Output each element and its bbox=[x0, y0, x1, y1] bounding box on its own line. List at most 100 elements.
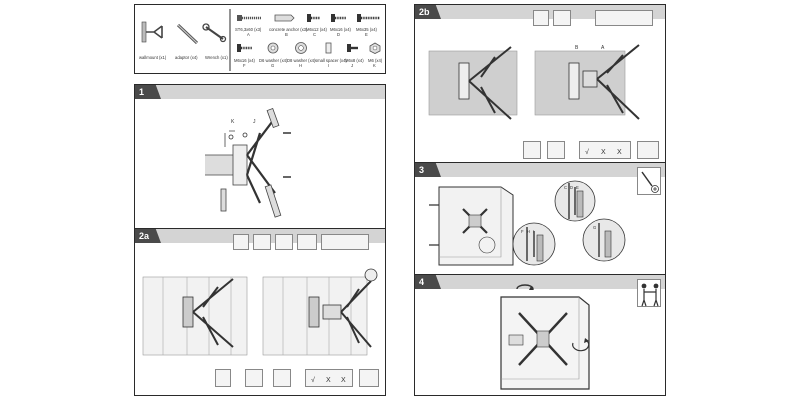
step-1-callout-k: K bbox=[231, 119, 235, 125]
hw-code-a: A bbox=[247, 32, 250, 37]
concrete-wall-diagram-left bbox=[428, 43, 529, 123]
step-4-number: 4 bbox=[415, 275, 441, 289]
spacer-i-icon bbox=[325, 42, 333, 54]
step-2b-callout-b: B bbox=[575, 45, 579, 51]
hw-code-f: F bbox=[243, 63, 246, 68]
hw-code-k: K bbox=[373, 63, 376, 68]
tool-tile-screwdriver bbox=[637, 167, 661, 195]
tile-insert bbox=[547, 141, 565, 159]
step-2b-number: 2b bbox=[415, 5, 441, 19]
part-label-wallmount: wallmount (x1) bbox=[139, 55, 167, 60]
wood-wall-diagram-left bbox=[142, 267, 253, 357]
step-3-callout-d: D bbox=[570, 185, 574, 190]
wallmount-icon bbox=[141, 19, 171, 47]
hw-code-b: B bbox=[285, 32, 288, 37]
step-2a-check-no1: X bbox=[326, 377, 331, 384]
part-label-adaptor: adaptor (x4) bbox=[175, 55, 198, 60]
tool-tile-level bbox=[253, 234, 271, 250]
step-2b-check-no2: X bbox=[617, 149, 622, 156]
bracket-assembly-diagram bbox=[205, 103, 305, 223]
concrete-wall-diagram-right bbox=[534, 43, 655, 127]
hw-label-b: concrete anchor (x3) bbox=[269, 27, 308, 32]
hw-label-j: M6x8 (x4) bbox=[345, 58, 364, 63]
step-3-number: 3 bbox=[415, 163, 441, 177]
hw-label-h: D8 washer (x4) bbox=[287, 58, 316, 63]
rotate-arrow-icon bbox=[513, 283, 537, 295]
step-2a-check-no2: X bbox=[341, 377, 346, 384]
step-1-callout-j: J bbox=[253, 119, 256, 125]
step-2b-panel: 2b B A √ X X bbox=[414, 4, 666, 164]
tile-pencil-mark bbox=[273, 369, 291, 387]
adaptor-icon bbox=[175, 19, 201, 47]
step-2a-check-ok: √ bbox=[311, 377, 315, 384]
step-3-callout-c: C bbox=[564, 185, 568, 190]
wood-wall-diagram-right bbox=[262, 267, 381, 357]
step-3-panel: 3 C D E F H I G bbox=[414, 162, 666, 276]
step-3-header bbox=[415, 163, 665, 177]
wrench-icon bbox=[202, 23, 227, 43]
tile-wood-screw bbox=[215, 369, 231, 387]
step-2a-number: 2a bbox=[135, 229, 161, 243]
step-2b-check-no1: X bbox=[601, 149, 606, 156]
step-3-callout-h: H bbox=[527, 229, 531, 234]
parts-divider bbox=[229, 9, 231, 71]
step-3-callout-g: G bbox=[593, 225, 597, 230]
bolt-d-icon bbox=[331, 13, 347, 23]
tile-drill bbox=[523, 141, 541, 159]
tool-tile-wall bbox=[533, 10, 549, 26]
tool-tile-pencil bbox=[553, 10, 571, 26]
hw-code-i: I bbox=[328, 63, 330, 68]
nut-k-icon bbox=[369, 42, 381, 54]
tilt-arrow-icon bbox=[565, 333, 595, 352]
anchor-b-icon bbox=[274, 13, 295, 23]
step-3-callout-i: I bbox=[533, 229, 535, 234]
bolt-detail-circle-3 bbox=[581, 217, 627, 263]
tile-stud bbox=[245, 369, 263, 387]
washer-h-icon bbox=[295, 42, 307, 54]
washer-g-icon bbox=[267, 42, 279, 54]
hw-code-j: J bbox=[351, 63, 354, 68]
tool-tile-drill bbox=[297, 234, 317, 250]
screw-a-icon bbox=[237, 13, 263, 23]
hw-code-d: D bbox=[337, 32, 341, 37]
tile-wall-types bbox=[305, 369, 353, 387]
step-1-header bbox=[135, 85, 385, 99]
hw-label-f: M6x16 (x4) bbox=[234, 58, 255, 63]
bolt-e-icon bbox=[357, 13, 381, 23]
parts-panel: wallmount (x1) adaptor (x4) Wrench (x1) … bbox=[134, 4, 386, 74]
step-2b-check-ok: √ bbox=[585, 149, 589, 156]
tool-tile-pencil bbox=[275, 234, 293, 250]
step-1-panel: 1 K J bbox=[134, 84, 386, 229]
hw-code-g: G bbox=[271, 63, 275, 68]
step-2a-panel: 2a √ X X bbox=[134, 228, 386, 396]
tool-tile-anchor bbox=[321, 234, 369, 250]
hw-label-g: D6 washer (x4) bbox=[259, 58, 288, 63]
hw-label-a: ST6,3x60 (x3) bbox=[235, 27, 262, 32]
bolt-f-icon bbox=[237, 43, 253, 53]
tool-tile-two-people bbox=[637, 279, 661, 307]
hw-code-c: C bbox=[313, 32, 317, 37]
step-4-header bbox=[415, 275, 665, 289]
hw-code-h: H bbox=[299, 63, 303, 68]
tile-drill-tool bbox=[359, 369, 379, 387]
step-3-callout-f: F bbox=[521, 229, 524, 234]
hw-label-k: M6 (x4) bbox=[368, 58, 383, 63]
tile-drill-tool bbox=[637, 141, 659, 159]
hw-label-c: M6x12 (x4) bbox=[306, 27, 327, 32]
bolt-detail-circle-2 bbox=[511, 221, 557, 267]
hw-label-i: small spacer (x4) bbox=[315, 58, 347, 63]
bolt-detail-circle-1 bbox=[553, 179, 597, 223]
tool-tile-anchor bbox=[595, 10, 653, 26]
tv-back-diagram bbox=[429, 183, 519, 269]
step-1-number: 1 bbox=[135, 85, 161, 99]
part-label-wrench: Wrench (x1) bbox=[205, 55, 228, 60]
tile-wall-types bbox=[579, 141, 631, 159]
step-3-callout-e: E bbox=[576, 185, 579, 190]
bolt-c-icon bbox=[307, 13, 321, 23]
tool-tile-wall bbox=[233, 234, 249, 250]
hw-code-e: E bbox=[365, 32, 368, 37]
hw-label-d: M6x16 (x4) bbox=[330, 27, 351, 32]
bolt-j-icon bbox=[347, 43, 359, 53]
step-4-panel: 4 bbox=[414, 274, 666, 396]
hw-label-e: M6x35 (x4) bbox=[356, 27, 377, 32]
